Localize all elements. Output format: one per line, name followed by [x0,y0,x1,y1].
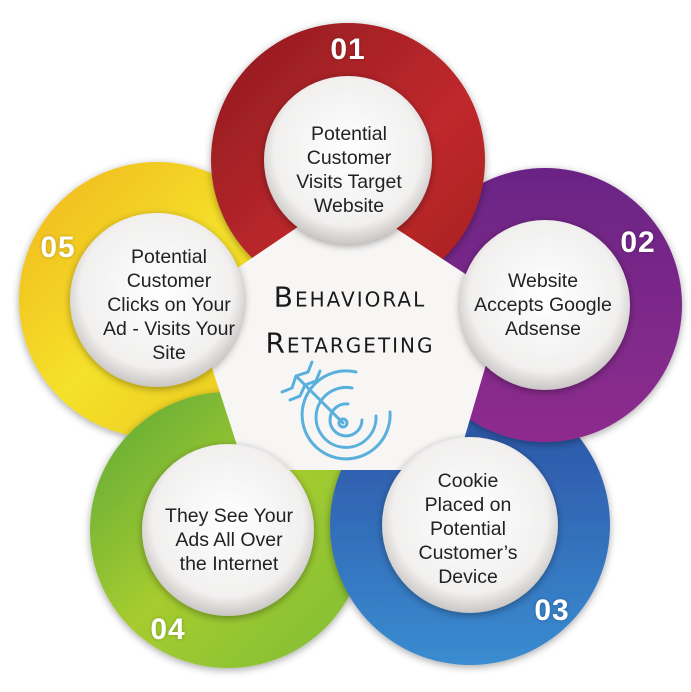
diagram-title-line1: Behavioral [273,280,427,314]
target-arrow-icon [280,360,392,461]
step-04-number: 04 [150,613,186,646]
step-02-number: 02 [620,226,656,259]
step-05-number: 05 [40,231,76,264]
step-02-inner-circle [460,220,630,390]
step-05-inner-circle [70,213,244,387]
step-03-inner-circle [382,437,558,613]
diagram-title-line2: Retargeting [265,326,435,360]
center-pentagon [190,195,505,470]
step-01-inner-circle [264,76,432,244]
step-04-inner-circle [142,444,314,616]
step-01-number: 01 [330,33,366,66]
step-03-number: 03 [534,594,570,627]
